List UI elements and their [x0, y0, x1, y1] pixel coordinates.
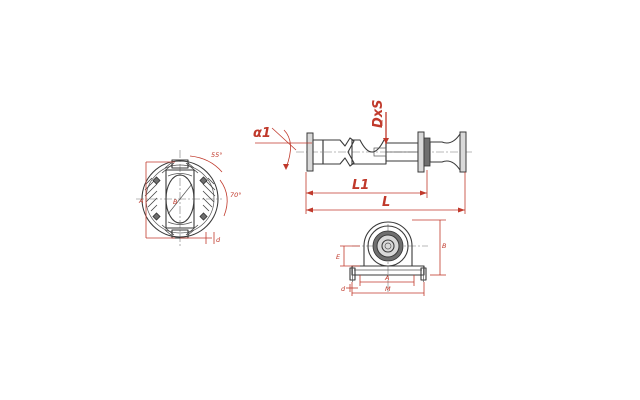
dim-label-alpha1: α1: [253, 126, 271, 141]
dim-label-dxs: DxS: [371, 99, 386, 128]
flange-dimensions: [145, 155, 228, 244]
dim-label-a-base: A: [384, 274, 389, 282]
flange-end-view: [136, 150, 222, 248]
dim-label-d-base: d: [341, 285, 346, 293]
l-dimension: [306, 172, 466, 214]
dim-label-l1: L1: [352, 178, 369, 193]
dim-label-angle-55: 55°: [211, 151, 223, 159]
l1-dimension: [305, 170, 428, 214]
dim-label-b-right: B: [442, 242, 447, 250]
dim-label-l: L: [382, 195, 390, 210]
bearing-support-view: [349, 221, 428, 292]
shaft-side-view: [296, 131, 472, 173]
dim-label-d: d: [216, 236, 221, 244]
dim-label-angle-70: 70°: [230, 191, 242, 199]
dxs-callout: [381, 112, 389, 144]
dim-label-a: A: [138, 197, 143, 205]
bearing-dimensions: [340, 219, 446, 296]
dim-label-m: M: [385, 285, 391, 293]
dim-label-b: B: [173, 198, 178, 206]
dim-label-e: E: [336, 253, 341, 261]
alpha-angle: [255, 127, 312, 170]
